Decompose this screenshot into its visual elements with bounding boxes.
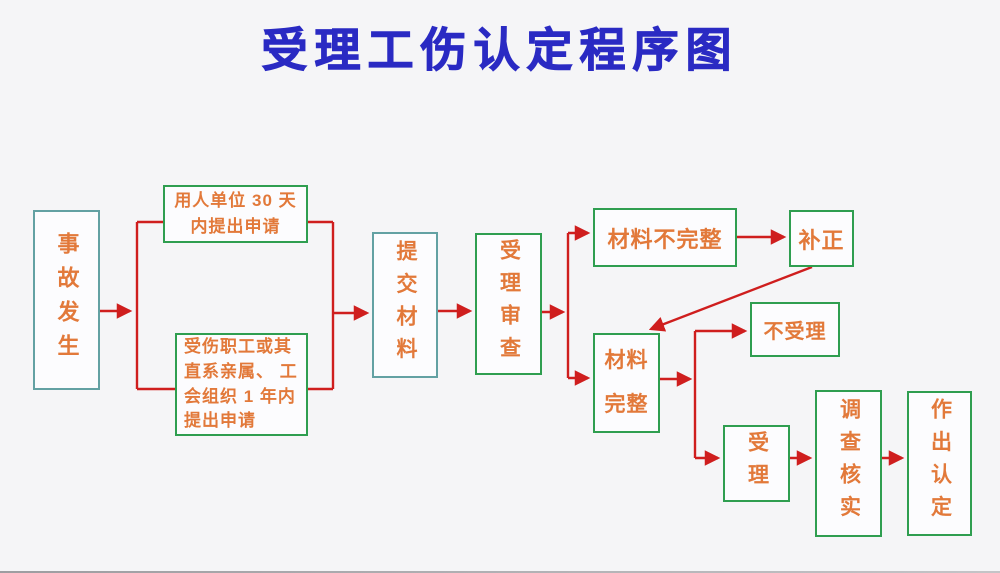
node-accident-occurs: 事故发生 — [33, 210, 100, 390]
connector-correction-to-complete — [648, 265, 813, 332]
bottom-edge-line — [0, 571, 1000, 573]
node-accepted-label: 受理 — [745, 430, 769, 497]
node-correction: 补正 — [789, 210, 854, 267]
node-not-accepted-label: 不受理 — [763, 321, 827, 343]
node-accepted: 受理 — [723, 425, 790, 502]
node-submit-materials-label: 提交材料 — [394, 239, 417, 371]
page-title: 受理工伤认定程序图 — [261, 24, 739, 77]
node-investigate-verify-label: 调查核实 — [837, 398, 861, 529]
node-worker-union-apply-1-year: 受伤职工或其 直系亲属、 工 会组织 1 年内 提出申请 — [175, 333, 308, 436]
node-not-accepted: 不受理 — [750, 302, 840, 357]
node-submit-materials: 提交材料 — [372, 232, 438, 378]
node-worker-union-apply-1-year-label: 受伤职工或其 直系亲属、 工 会组织 1 年内 提出申请 — [184, 336, 298, 431]
node-materials-incomplete: 材料不完整 — [593, 208, 737, 267]
node-materials-complete-label: 材料 完整 — [604, 348, 649, 416]
node-materials-complete: 材料 完整 — [593, 333, 660, 433]
node-investigate-verify: 调查核实 — [815, 390, 882, 537]
node-make-determination: 作出认定 — [907, 391, 972, 536]
node-acceptance-review-label: 受理审查 — [497, 238, 521, 370]
node-correction-label: 补正 — [798, 227, 845, 253]
node-materials-incomplete-label: 材料不完整 — [607, 226, 723, 252]
node-acceptance-review: 受理审查 — [475, 233, 542, 375]
node-employer-apply-30-days: 用人单位 30 天 内提出申请 — [163, 185, 308, 243]
node-accident-occurs-label: 事故发生 — [54, 231, 80, 369]
node-employer-apply-30-days-label: 用人单位 30 天 内提出申请 — [174, 190, 297, 236]
node-make-determination-label: 作出认定 — [928, 398, 952, 529]
